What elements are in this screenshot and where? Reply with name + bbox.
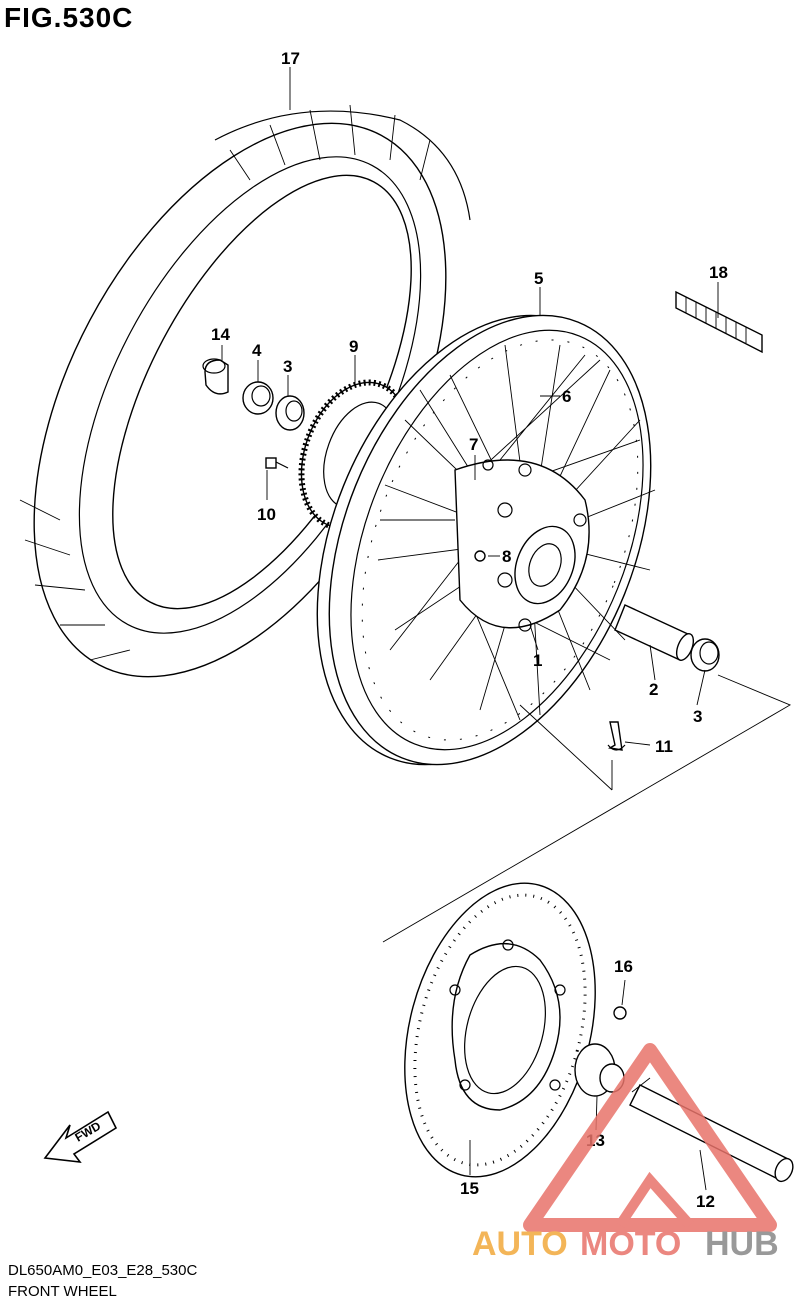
assembly-guide-lines — [382, 674, 792, 943]
callout-11: 11 — [655, 737, 673, 756]
callout-15: 15 — [460, 1179, 479, 1198]
callout-3-right: 3 — [693, 707, 702, 726]
bearing-left — [275, 395, 305, 431]
disc-bolt-16 — [613, 1006, 627, 1020]
callout-18: 18 — [709, 263, 728, 282]
watermark-logo: AUTO MOTO HUB — [472, 1043, 779, 1263]
callout-14: 14 — [211, 325, 230, 344]
diagram-code: DL650AM0_E03_E28_530C — [8, 1262, 198, 1279]
callout-8: 8 — [502, 547, 511, 566]
collar — [202, 358, 229, 395]
screw-8 — [474, 550, 486, 562]
callout-12: 12 — [696, 1192, 715, 1211]
diagram-caption: FRONT WHEEL — [8, 1283, 117, 1300]
watermark-auto: AUTO — [472, 1225, 568, 1263]
callout-5: 5 — [534, 269, 543, 288]
valve-11 — [607, 721, 626, 751]
brake-disc — [404, 882, 596, 1178]
callout-16: 16 — [614, 957, 633, 976]
figure-title: FIG.530C — [4, 2, 134, 33]
watermark-moto: MOTO — [580, 1225, 681, 1263]
hub — [454, 459, 590, 632]
bearing-right — [690, 638, 720, 672]
callout-3-left: 3 — [283, 357, 292, 376]
screw-10 — [265, 457, 289, 469]
axle-collar-13 — [574, 1043, 625, 1097]
callout-17: 17 — [281, 49, 300, 68]
oil-seal — [242, 381, 274, 415]
callout-1: 1 — [533, 651, 542, 670]
watermark-hub: HUB — [705, 1225, 779, 1263]
axle-spacer — [614, 604, 695, 661]
callout-9: 9 — [349, 337, 358, 356]
callout-10: 10 — [257, 505, 276, 524]
callout-7: 7 — [469, 435, 478, 454]
callout-2: 2 — [649, 680, 658, 699]
balance-weight — [675, 290, 763, 354]
callout-4: 4 — [252, 341, 262, 360]
callout-6: 6 — [562, 387, 571, 406]
leader-lines — [221, 67, 719, 1191]
fwd-arrow-icon: FWD — [43, 1110, 118, 1164]
